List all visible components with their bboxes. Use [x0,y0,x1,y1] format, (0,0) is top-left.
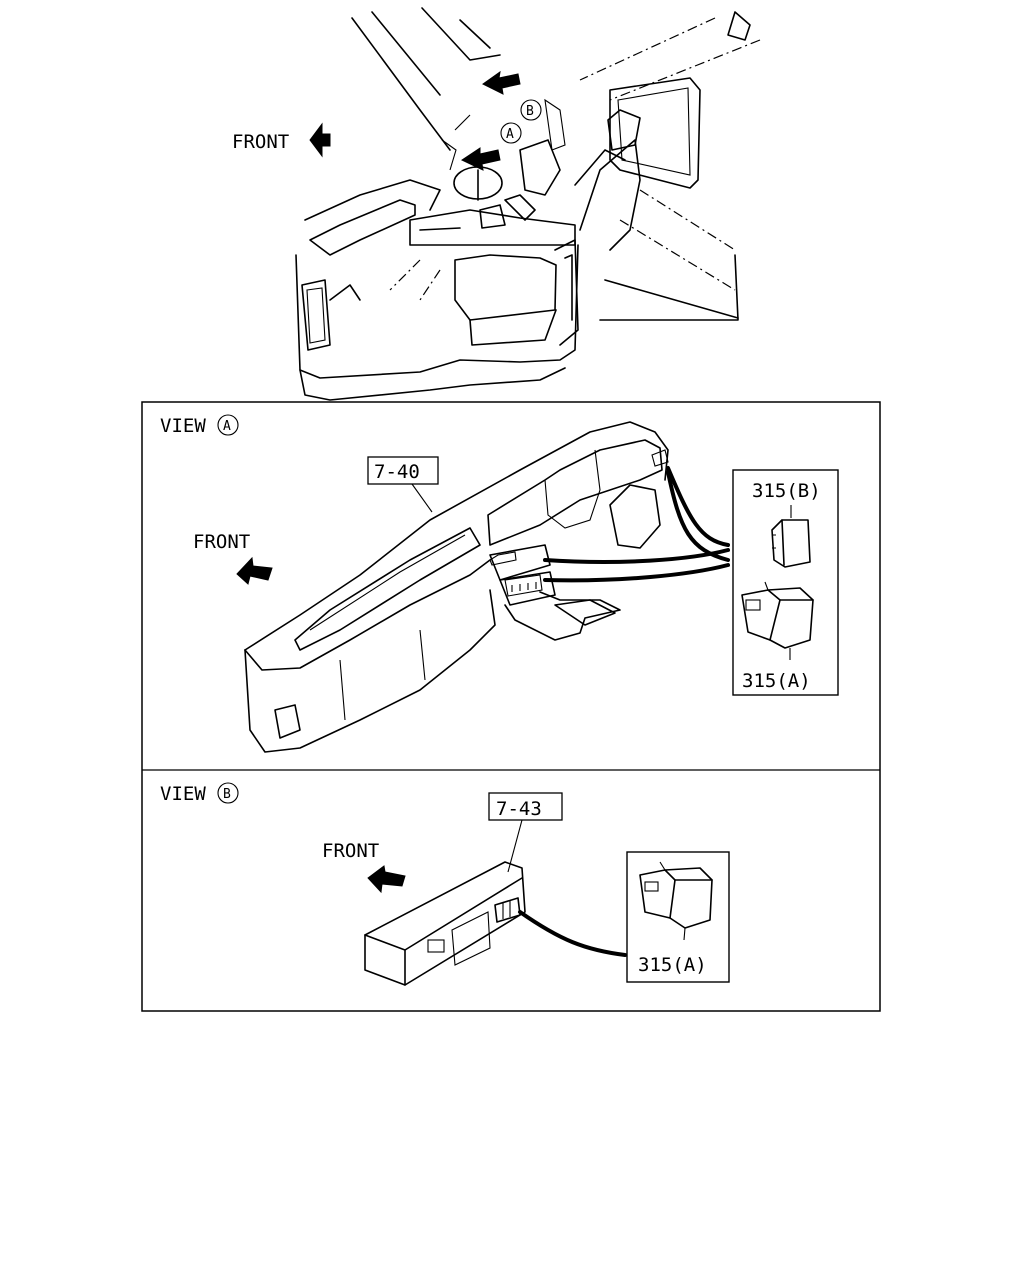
ref-7-43: 7-43 [496,798,542,820]
marker-b-circle [520,99,542,121]
view-a-marker: A [223,419,231,434]
overview-marker-a: A [506,127,514,142]
view-b-arrow-icon [482,70,521,95]
part-315a-label: 315(A) [742,670,811,692]
view-a-part-box [732,469,839,696]
front-arrow-icon [309,122,331,158]
view-a-arrow-icon [460,147,501,171]
dashboard-illustration [244,421,669,753]
view-b-marker: B [223,787,231,802]
view-b-part-label: 315(A) [638,954,707,976]
switch-315b-icon [771,505,811,568]
view-a-marker-circle [217,414,239,436]
ref-7-43-box [488,792,563,821]
part-315b-label: 315(B) [752,480,821,502]
ref-7-40: 7-40 [374,461,420,483]
view-a-title: VIEW [160,415,206,437]
views-frame [141,401,881,1012]
switch-315a-icon [741,581,814,660]
ref-7-40-box [367,456,439,485]
cab-interior-illustration: A B FRONT [232,7,761,401]
view-a-front-label: FRONT [193,531,250,553]
overview-marker-b: B [526,104,534,119]
view-a-section: VIEW A FRONT 7-40 [160,414,839,753]
view-b-front-arrow-icon [367,865,406,894]
view-b-title: VIEW [160,783,206,805]
view-b-marker-circle [217,782,239,804]
view-a-front-arrow-icon [236,556,273,585]
marker-a-circle [500,122,522,144]
overhead-console-illustration [364,861,526,986]
overview-front-label: FRONT [232,131,289,153]
view-b-front-label: FRONT [322,840,379,862]
view-b-section: VIEW B FRONT 7-43 315(A) [160,782,730,986]
switch-315a-b-icon [639,861,713,941]
